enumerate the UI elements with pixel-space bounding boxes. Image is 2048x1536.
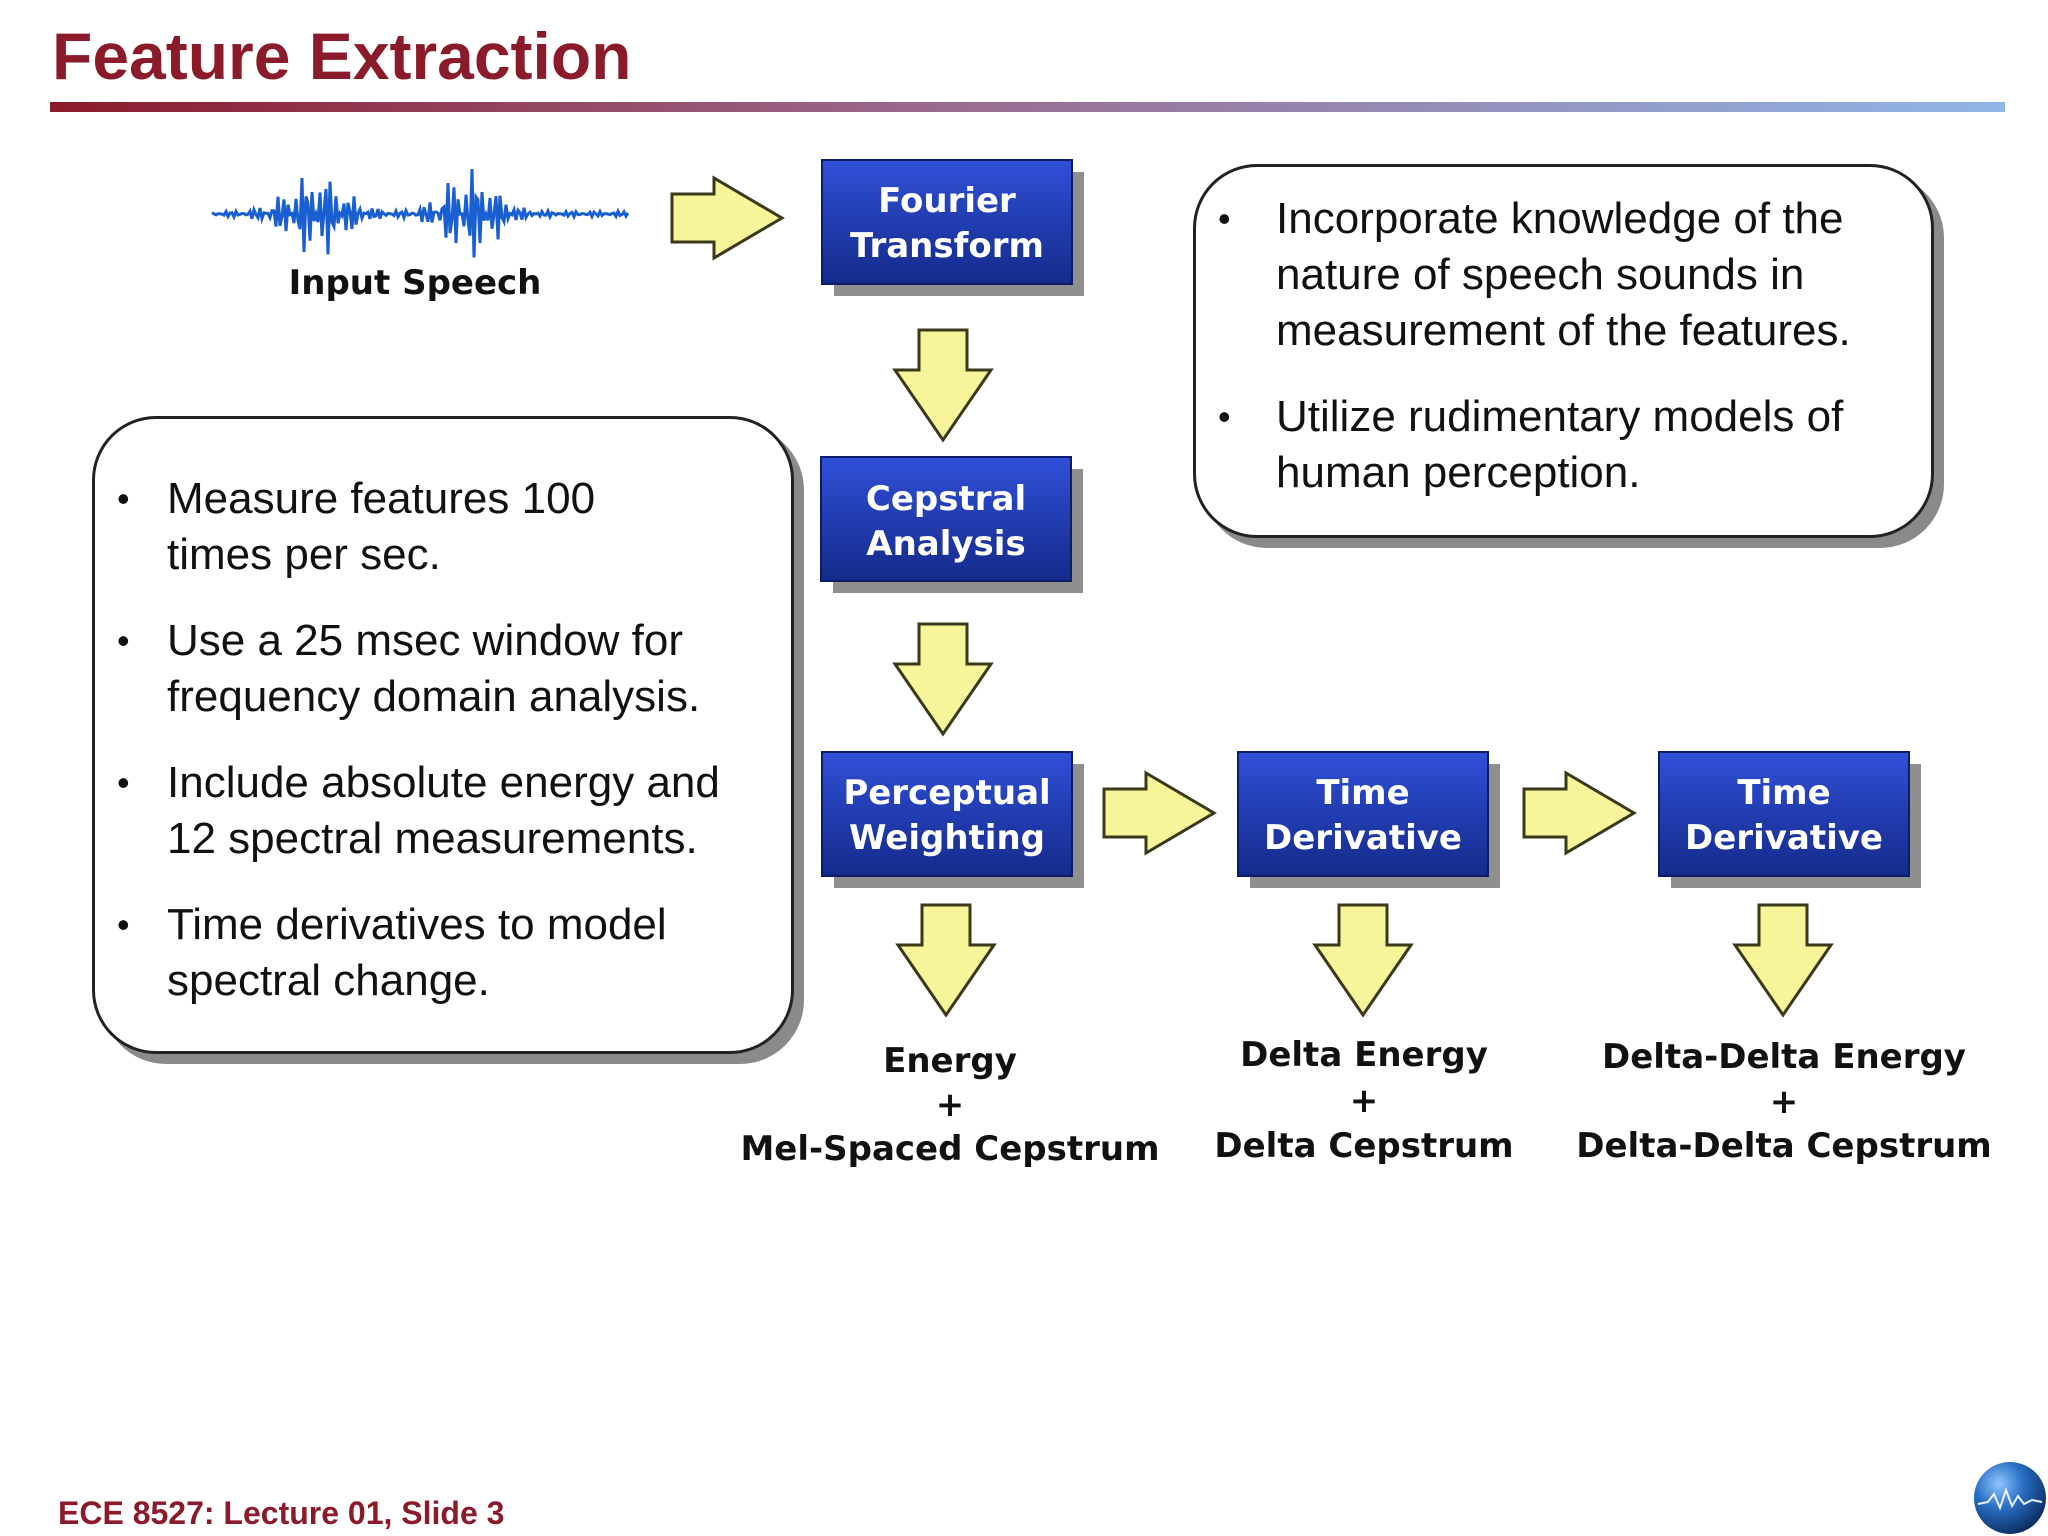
bullet-icon: • — [1218, 396, 1231, 437]
output-2-line2: + — [1350, 1081, 1379, 1121]
left-note-4-line2: spectral change. — [167, 956, 490, 1005]
right-note-item: • Incorporate knowledge of the nature of s… — [1196, 191, 1911, 359]
bullet-icon: • — [117, 762, 130, 803]
perceptual-weighting-box: Perceptual Weighting — [821, 751, 1084, 888]
input-speech-waveform — [211, 168, 630, 258]
left-note-3-line2: 12 spectral measurements. — [167, 814, 698, 863]
right-note-1-line2: nature of speech sounds in — [1276, 250, 1805, 299]
output-delta-energy-cepstrum: Delta Energy + Delta Cepstrum — [1214, 1035, 1513, 1166]
left-notes-box: • Measure features 100 times per sec. • Use… — [92, 416, 794, 1054]
bullet-icon: • — [117, 478, 130, 519]
left-note-item: • Time derivatives to model spectral chang… — [95, 897, 791, 1009]
output-2-line3: Delta Cepstrum — [1214, 1126, 1513, 1166]
left-note-4-line1: Time derivatives to model — [167, 900, 667, 949]
globe-logo-icon — [1974, 1462, 2046, 1534]
output-delta-delta-energy-cepstrum: Delta-Delta Energy + Delta-Delta Cepstru… — [1576, 1037, 1991, 1166]
time-derivative-2-line1: Time — [1737, 773, 1830, 813]
output-energy-mel-cepstrum: Energy + Mel-Spaced Cepstrum — [740, 1041, 1159, 1169]
left-note-1-line2: times per sec. — [167, 530, 441, 579]
output-3-line3: Delta-Delta Cepstrum — [1576, 1126, 1991, 1166]
bullet-icon: • — [117, 904, 130, 945]
right-note-2-line1: Utilize rudimentary models of — [1276, 392, 1844, 441]
cepstral-analysis-line2: Analysis — [866, 524, 1025, 564]
time-derivative-box-1: Time Derivative — [1237, 751, 1500, 888]
bullet-icon: • — [117, 620, 130, 661]
left-note-item: • Use a 25 msec window for frequency domai… — [95, 613, 791, 725]
output-1-line1: Energy — [883, 1041, 1017, 1081]
bullet-icon: • — [1218, 198, 1231, 239]
output-1-line2: + — [936, 1085, 965, 1125]
title-divider — [50, 102, 2005, 112]
perceptual-weighting-line2: Weighting — [849, 818, 1045, 858]
left-note-2-line1: Use a 25 msec window for — [167, 616, 683, 665]
arrow-down-icon — [1312, 903, 1414, 1018]
left-note-item: • Measure features 100 times per sec. — [95, 471, 791, 583]
right-note-1-line1: Incorporate knowledge of the — [1276, 194, 1844, 243]
left-note-2-line2: frequency domain analysis. — [167, 672, 701, 721]
right-note-1-line3: measurement of the features. — [1276, 306, 1851, 355]
right-notes-box: • Incorporate knowledge of the nature of s… — [1193, 164, 1934, 538]
time-derivative-2-line2: Derivative — [1685, 818, 1883, 858]
input-speech-label: Input Speech — [289, 263, 542, 303]
arrow-right-icon — [1102, 770, 1217, 856]
right-note-2-line2: human perception. — [1276, 448, 1641, 497]
arrow-down-icon — [1732, 903, 1834, 1018]
fourier-transform-box: Fourier Transform — [821, 159, 1084, 296]
time-derivative-1-line1: Time — [1316, 773, 1409, 813]
arrow-right-icon — [670, 175, 785, 261]
time-derivative-1-line2: Derivative — [1264, 818, 1462, 858]
cepstral-analysis-line1: Cepstral — [866, 479, 1026, 519]
output-2-line1: Delta Energy — [1240, 1035, 1488, 1075]
arrow-down-icon — [895, 903, 997, 1018]
time-derivative-box-2: Time Derivative — [1658, 751, 1921, 888]
output-1-line3: Mel-Spaced Cepstrum — [740, 1129, 1159, 1169]
arrow-down-icon — [892, 622, 994, 737]
arrow-right-icon — [1522, 770, 1637, 856]
output-3-line2: + — [1770, 1082, 1799, 1122]
arrow-down-icon — [892, 328, 994, 443]
slide-title: Feature Extraction — [52, 19, 632, 93]
left-note-3-line1: Include absolute energy and — [167, 758, 720, 807]
left-note-item: • Include absolute energy and 12 spectral … — [95, 755, 791, 867]
left-note-1-line1: Measure features 100 — [167, 474, 596, 523]
fourier-transform-line2: Transform — [850, 226, 1044, 266]
cepstral-analysis-box: Cepstral Analysis — [820, 456, 1083, 593]
slide-footer: ECE 8527: Lecture 01, Slide 3 — [58, 1495, 505, 1531]
right-note-item: • Utilize rudimentary models of human perc… — [1196, 389, 1911, 501]
output-3-line1: Delta-Delta Energy — [1602, 1037, 1966, 1077]
perceptual-weighting-line1: Perceptual — [843, 773, 1050, 813]
fourier-transform-line1: Fourier — [878, 181, 1016, 221]
